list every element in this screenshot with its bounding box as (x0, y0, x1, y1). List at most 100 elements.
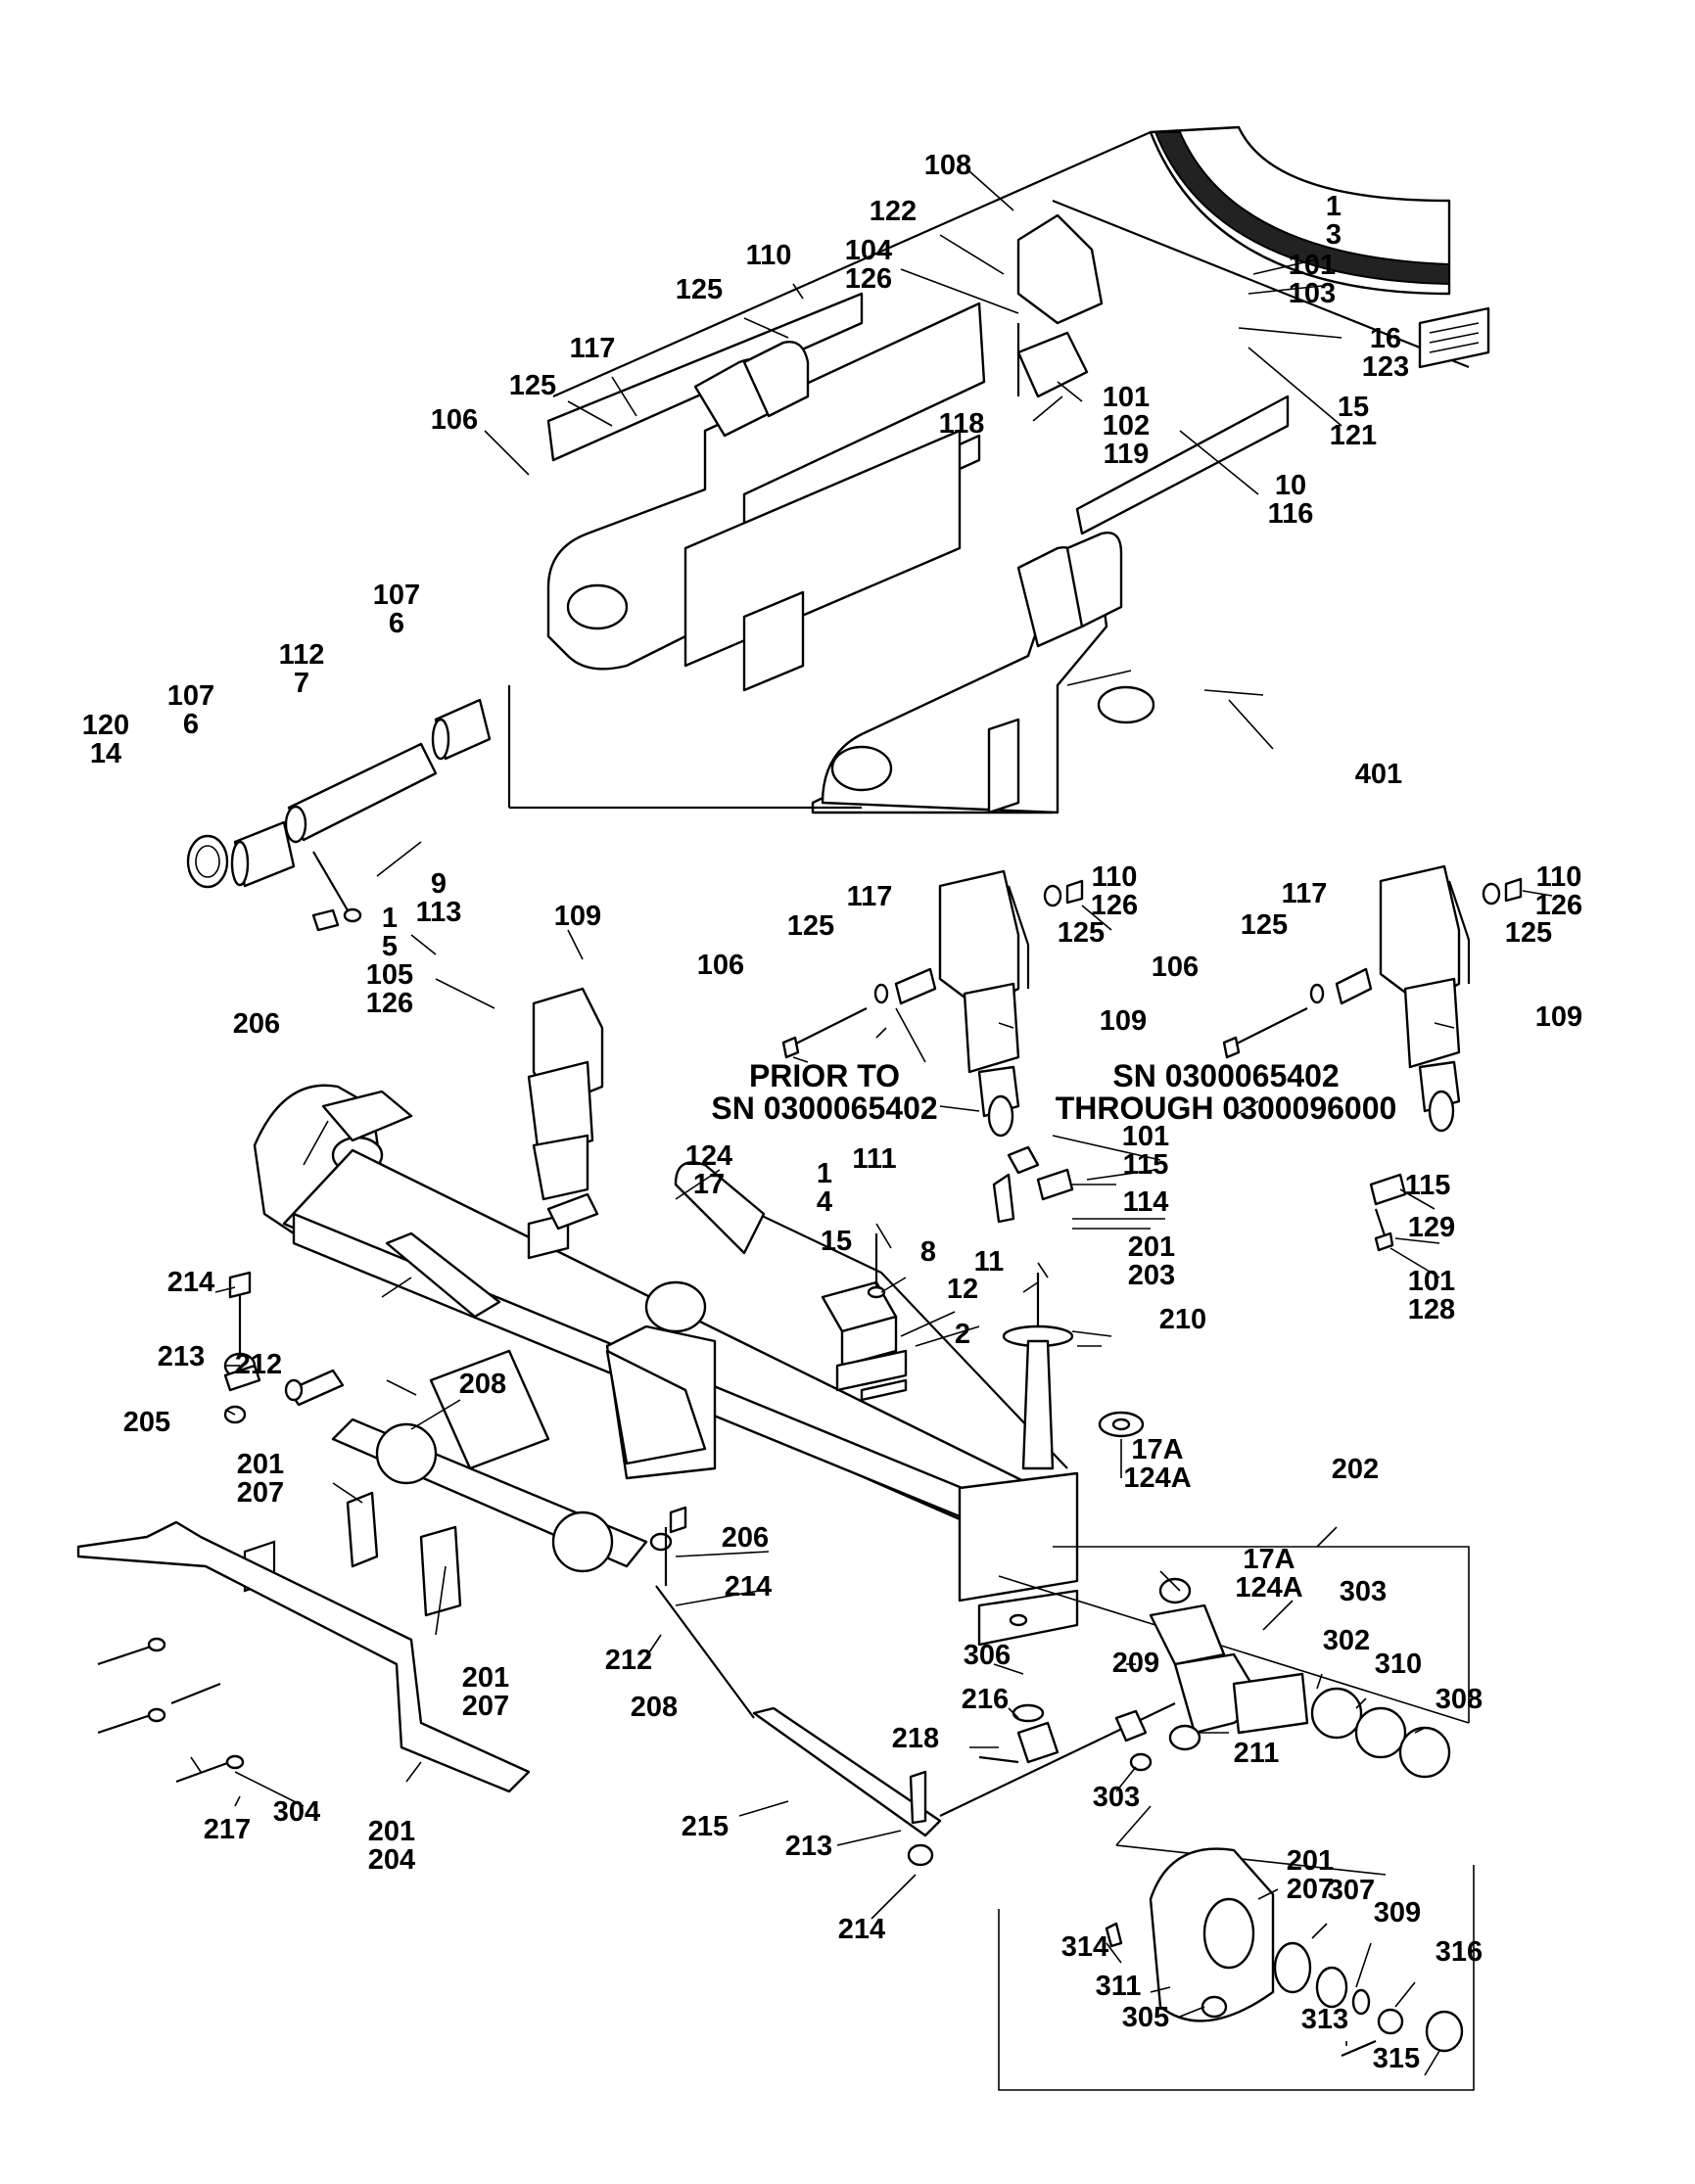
callout-label: 117 (570, 333, 616, 364)
callout-line: 218 (892, 1723, 939, 1754)
callout-label: 314 (1061, 1931, 1108, 1963)
serial-caption-line: SN 0300065402 (1112, 1058, 1339, 1093)
callout-line: 124A (1235, 1572, 1302, 1603)
callout-label: 211 (1234, 1738, 1280, 1769)
callout-line: 110 (1092, 861, 1138, 893)
callout-line: 212 (605, 1645, 652, 1676)
callout-label: 15 (821, 1226, 852, 1257)
callout-line: 107 (167, 680, 214, 712)
callout-line: 129 (1408, 1212, 1455, 1243)
callout-line: 120 (82, 710, 129, 741)
callout-line: 126 (366, 988, 413, 1019)
callout-label: 214 (838, 1914, 885, 1945)
callout-line: 1 (1326, 191, 1342, 222)
callout-line: 125 (1241, 909, 1288, 941)
callout-line: 314 (1061, 1931, 1108, 1963)
callout-label: 205 (123, 1407, 170, 1438)
callout-line: 128 (1408, 1294, 1455, 1325)
callout-label: 109 (1535, 1001, 1582, 1033)
callout-label: 313 (1301, 2004, 1348, 2035)
callout-label: 208 (459, 1369, 506, 1400)
callout-line: 110 (1536, 861, 1582, 893)
callout-line: 206 (722, 1522, 769, 1554)
callout-line: 8 (920, 1236, 936, 1268)
callout-line: 304 (273, 1796, 320, 1828)
callout-line: 17A (1131, 1434, 1183, 1465)
callout-line: 212 (235, 1349, 282, 1380)
callout-label: 206 (722, 1522, 769, 1554)
callout-line: 118 (939, 408, 985, 440)
callout-line: 106 (431, 404, 478, 436)
callout-line: 106 (1152, 952, 1199, 983)
callout-line: 119 (1104, 439, 1150, 470)
callout-line: 207 (237, 1477, 284, 1509)
callout-line: 124 (685, 1140, 732, 1172)
callout-label: 106 (431, 404, 478, 436)
callout-label: 125 (1241, 909, 1288, 941)
callout-line: 208 (631, 1692, 678, 1723)
callout-line: 117 (570, 333, 616, 364)
callout-line: 6 (183, 709, 199, 740)
callout-label: 304 (273, 1796, 320, 1828)
callout-label: 310 (1375, 1649, 1422, 1680)
callout-label: 315 (1373, 2043, 1420, 2074)
callout-label: 129 (1408, 1212, 1455, 1243)
callout-line: 109 (554, 901, 601, 932)
callout-line: 313 (1301, 2004, 1348, 2035)
callout-line: 214 (838, 1914, 885, 1945)
callout-label: 115 (1405, 1170, 1451, 1201)
callout-line: 17A (1243, 1544, 1295, 1575)
callout-label: 401 (1355, 759, 1402, 790)
callout-label: 118 (939, 408, 985, 440)
callout-line: 117 (847, 881, 893, 912)
callout-label: 11 (974, 1246, 1005, 1278)
callout-label: 217 (204, 1814, 251, 1845)
callout-line: 311 (1096, 1971, 1142, 2002)
callout-line: 306 (964, 1640, 1011, 1671)
callout-line: 106 (697, 950, 744, 981)
callout-line: 102 (1103, 410, 1150, 441)
leader-lines (190, 170, 1553, 2076)
serial-caption-line: SN 0300065402 (711, 1091, 937, 1126)
callout-line: 104 (845, 235, 892, 266)
callout-line: 1 (817, 1158, 832, 1189)
callout-line: 107 (373, 580, 420, 611)
callout-line: 307 (1328, 1875, 1375, 1906)
callout-line: 309 (1374, 1897, 1421, 1928)
callout-label: 125 (787, 910, 834, 942)
callout-label: 109 (554, 901, 601, 932)
callout-line: 12 (947, 1274, 978, 1305)
callout-line: 201 (462, 1662, 509, 1694)
callout-line: 103 (1289, 278, 1336, 309)
callout-line: 204 (368, 1844, 415, 1876)
callout-line: 15 (1338, 392, 1369, 423)
callout-line: 112 (279, 639, 325, 671)
callout-line: 124A (1123, 1463, 1191, 1494)
callout-line: 125 (787, 910, 834, 942)
callout-label: 218 (892, 1723, 939, 1754)
callout-line: 125 (1058, 917, 1105, 949)
callout-line: 201 (1287, 1845, 1334, 1877)
callout-line: 215 (682, 1811, 729, 1842)
callout-label: 125 (1058, 917, 1105, 949)
callout-label: 114 (1123, 1186, 1169, 1218)
callout-line: 17 (693, 1169, 725, 1200)
callout-line: 125 (509, 370, 556, 401)
callout-line: 1 (382, 903, 398, 934)
callout-line: 209 (1112, 1648, 1159, 1679)
